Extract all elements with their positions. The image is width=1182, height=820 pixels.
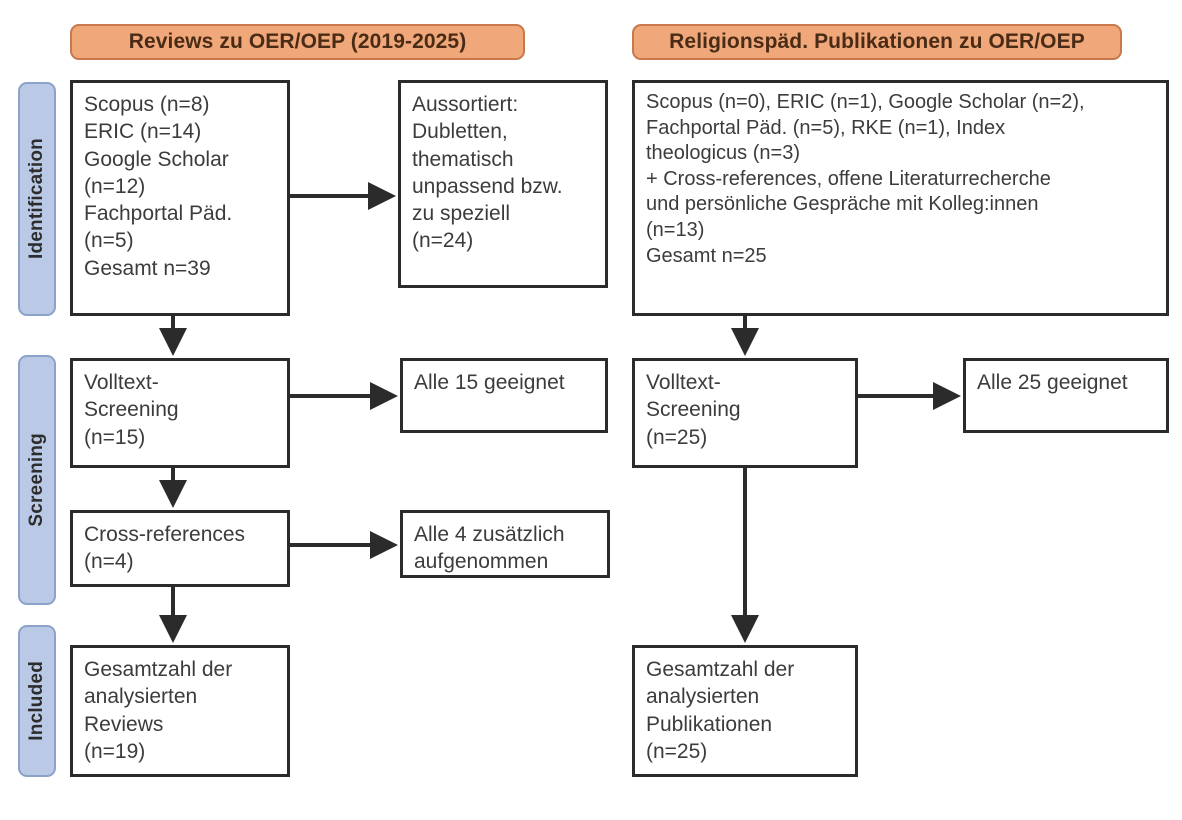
node-left-crossref-result: Alle 4 zusätzlich aufgenommen (400, 510, 610, 578)
stage-label-included-text: Included (26, 661, 47, 741)
node-right-screening: Volltext- Screening (n=25) (632, 358, 858, 468)
node-right-identification: Scopus (n=0), ERIC (n=1), Google Scholar… (632, 80, 1169, 316)
column-header-reviews: Reviews zu OER/OEP (2019-2025) (70, 24, 525, 60)
node-left-included: Gesamtzahl der analysierten Reviews (n=1… (70, 645, 290, 777)
stage-label-screening-text: Screening (26, 433, 47, 527)
stage-label-included: Included (18, 625, 56, 777)
column-header-publications: Religionspäd. Publikationen zu OER/OEP (632, 24, 1122, 60)
node-left-screening: Volltext- Screening (n=15) (70, 358, 290, 468)
stage-label-identification-text: Identification (26, 138, 47, 260)
column-header-publications-label: Religionspäd. Publikationen zu OER/OEP (669, 30, 1085, 53)
node-right-screening-result: Alle 25 geeignet (963, 358, 1169, 433)
node-left-excluded: Aussortiert: Dubletten, thematisch unpas… (398, 80, 608, 288)
stage-label-screening: Screening (18, 355, 56, 605)
stage-label-identification: Identification (18, 82, 56, 316)
node-right-included: Gesamtzahl der analysierten Publikatione… (632, 645, 858, 777)
node-left-screening-result: Alle 15 geeignet (400, 358, 608, 433)
node-left-identification: Scopus (n=8) ERIC (n=14) Google Scholar … (70, 80, 290, 316)
column-header-reviews-label: Reviews zu OER/OEP (2019-2025) (128, 30, 467, 53)
node-left-crossref: Cross-references (n=4) (70, 510, 290, 587)
